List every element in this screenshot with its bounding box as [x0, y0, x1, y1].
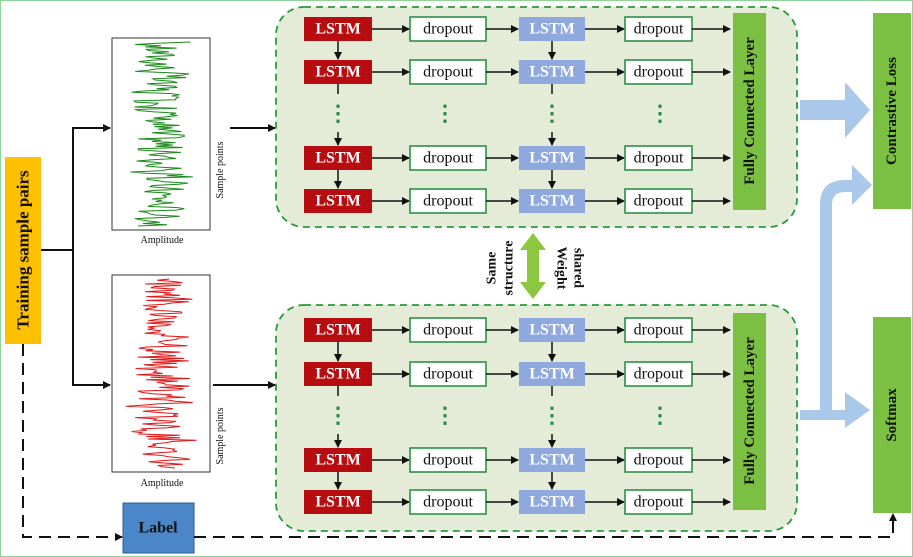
plot-top-xlabel: Amplitude: [141, 235, 184, 246]
ellipsis-top-1: ⋮: [327, 101, 349, 126]
input-box: [5, 157, 41, 344]
row-top-1-dropout2-label: dropout: [634, 21, 684, 38]
row-bottom-4-lstm1-label: LSTM: [315, 494, 360, 511]
branch-arrow-bottom: [72, 250, 111, 389]
fc-layer-bottom-label: Fully Connected Layer: [742, 337, 758, 485]
row-bottom-3-lstm1: [304, 448, 372, 472]
row-bottom-4-lstm2: [519, 490, 585, 514]
row-bottom-2-dropout1-label: dropout: [423, 366, 473, 383]
row-bottom-2-lstm1-label: LSTM: [315, 366, 360, 383]
row-bottom-2-dropout1: [409, 361, 487, 387]
row-bottom-1-lstm2-label: LSTM: [529, 322, 574, 339]
label-box-text: Label: [138, 520, 178, 537]
contrastive-loss-label: Contrastive Loss: [884, 57, 900, 165]
row-bottom-1-lstm2: [519, 318, 585, 342]
ellipsis-bottom-3: ⋮: [541, 403, 563, 428]
row-top-2-lstm2: [519, 60, 585, 84]
row-bottom-1-dropout2: [624, 317, 693, 343]
row-top-4-lstm2-label: LSTM: [529, 193, 574, 210]
row-bottom-3-dropout2: [624, 447, 693, 473]
row-bottom-4-lstm1: [304, 490, 372, 514]
row-bottom-3-lstm1-label: LSTM: [315, 452, 360, 469]
row-top-4-lstm1-label: LSTM: [315, 193, 360, 210]
row-bottom-3-dropout2-label: dropout: [634, 452, 684, 469]
label-dashed-arrow-out: [194, 513, 897, 538]
label-dashed-arrow-in: [22, 344, 123, 541]
shared-right-line1: Weight: [554, 247, 569, 290]
plot-top-ylabel: Sample points: [215, 141, 226, 198]
waveform-bottom: [125, 278, 197, 469]
row-bottom-1-dropout2-label: dropout: [634, 322, 684, 339]
shared-right-line2: shared: [571, 248, 586, 288]
plot-bottom-xlabel: Amplitude: [141, 478, 184, 489]
row-top-2-lstm2-label: LSTM: [529, 64, 574, 81]
row-bottom-4-dropout1-label: dropout: [423, 494, 473, 511]
row-top-2-lstm1-label: LSTM: [315, 64, 360, 81]
row-bottom-3-lstm2-label: LSTM: [529, 452, 574, 469]
row-bottom-3-lstm2: [519, 448, 585, 472]
row-top-2-dropout1-label: dropout: [423, 64, 473, 81]
row-top-3-dropout1-label: dropout: [423, 150, 473, 167]
flow-arrow-up: [820, 165, 872, 415]
row-top-2-dropout2-label: dropout: [634, 64, 684, 81]
row-top-1-lstm1-label: LSTM: [315, 21, 360, 38]
row-top-1-dropout1: [409, 16, 487, 42]
flow-arrow-to-softmax: [800, 392, 870, 428]
row-bottom-4-dropout2-label: dropout: [634, 494, 684, 511]
row-top-3-lstm1-label: LSTM: [315, 150, 360, 167]
plot-bottom: Amplitude Sample points: [111, 274, 226, 489]
row-bottom-1-dropout1-label: dropout: [423, 322, 473, 339]
row-top-3-lstm1: [304, 146, 372, 170]
row-top-2-lstm1: [304, 60, 372, 84]
row-top-2-dropout1: [409, 59, 487, 85]
row-top-4-dropout1: [409, 188, 487, 214]
flow-arrow-to-contrastive: [800, 82, 870, 138]
contrastive-loss-box: [873, 13, 911, 209]
plot-bottom-ylabel: Sample points: [215, 407, 226, 464]
input-label: Training sample pairs: [14, 170, 33, 330]
branch-arrow-top: [41, 124, 111, 251]
softmax-label: Softmax: [884, 388, 900, 442]
shared-weights-arrow: [520, 233, 546, 299]
row-bottom-2-lstm2-label: LSTM: [529, 366, 574, 383]
ellipsis-bottom-1: ⋮: [327, 403, 349, 428]
row-bottom-2-dropout2-label: dropout: [634, 366, 684, 383]
ellipsis-top-3: ⋮: [541, 101, 563, 126]
row-bottom-2-dropout2: [624, 361, 693, 387]
row-top-1-lstm2-label: LSTM: [529, 21, 574, 38]
row-top-1-lstm2: [519, 17, 585, 41]
ellipsis-bottom-4: ⋮: [649, 403, 671, 428]
row-top-3-lstm2-label: LSTM: [529, 150, 574, 167]
ellipsis-bottom-2: ⋮: [434, 403, 456, 428]
row-top-3-dropout1: [409, 145, 487, 171]
row-bottom-1-lstm1-label: LSTM: [315, 322, 360, 339]
fc-layer-bottom: [733, 313, 766, 510]
shared-left-line1: Same: [485, 252, 500, 285]
plot-top: Amplitude Sample points: [111, 37, 226, 246]
shared-left-line2: structure: [502, 241, 517, 296]
row-top-1-dropout1-label: dropout: [423, 21, 473, 38]
ellipsis-top-4: ⋮: [649, 101, 671, 126]
row-bottom-2-lstm2: [519, 362, 585, 386]
row-top-3-dropout2-label: dropout: [634, 150, 684, 167]
row-bottom-4-lstm2-label: LSTM: [529, 494, 574, 511]
row-top-4-lstm2: [519, 189, 585, 213]
fc-layer-top: [733, 13, 766, 210]
row-top-4-dropout1-label: dropout: [423, 193, 473, 210]
row-top-3-dropout2: [624, 145, 693, 171]
label-box: [122, 502, 195, 554]
waveform-top: [130, 41, 193, 227]
fc-layer-top-label: Fully Connected Layer: [742, 37, 758, 185]
row-top-4-lstm1: [304, 189, 372, 213]
row-top-3-lstm2: [519, 146, 585, 170]
softmax-box: [873, 317, 911, 513]
row-top-4-dropout2-label: dropout: [634, 193, 684, 210]
row-bottom-2-lstm1: [304, 362, 372, 386]
row-bottom-1-lstm1: [304, 318, 372, 342]
row-bottom-3-dropout1-label: dropout: [423, 452, 473, 469]
row-top-1-lstm1: [304, 17, 372, 41]
ellipsis-top-2: ⋮: [434, 101, 456, 126]
